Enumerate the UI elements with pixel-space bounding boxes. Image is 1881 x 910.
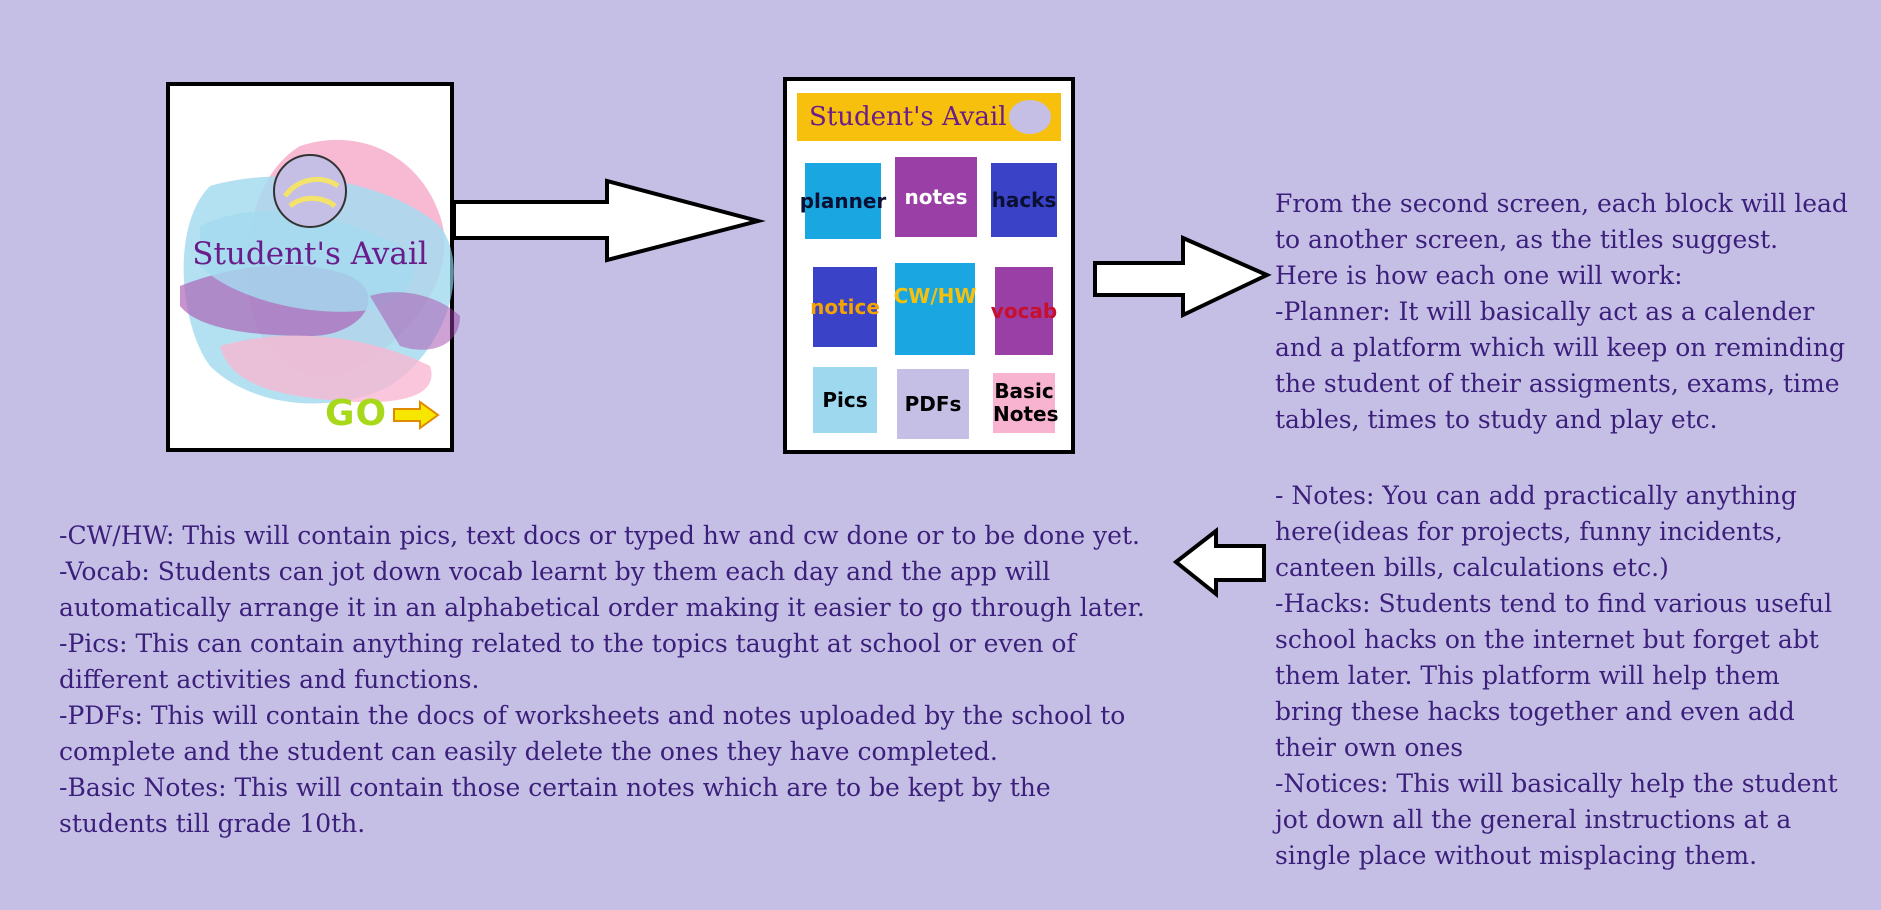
- feature-description-right: From the second screen, each block will …: [1275, 150, 1875, 910]
- tile-label: hacks: [991, 187, 1057, 212]
- feature-description-left: -CW/HW: This will contain pics, text doc…: [59, 482, 1179, 878]
- app-header: Student's Avail: [797, 93, 1061, 141]
- tile-notes[interactable]: notes: [895, 157, 977, 237]
- tile-vocab[interactable]: vocab: [991, 267, 1057, 355]
- flow-arrow-2: [1093, 234, 1272, 319]
- tile-notice[interactable]: notice: [810, 267, 880, 347]
- tile-label: vocab: [990, 298, 1058, 323]
- flow-arrow-1: [452, 178, 766, 263]
- tile-label: Pics: [822, 387, 868, 412]
- profile-avatar[interactable]: [1009, 100, 1051, 134]
- tile-pics[interactable]: Pics: [813, 367, 877, 433]
- description-paragraph: -CW/HW: This will contain pics, text doc…: [59, 521, 1145, 838]
- description-paragraph: - Notes: You can add practically anythin…: [1275, 481, 1838, 870]
- tile-cw-hw[interactable]: CW/HW: [893, 263, 977, 355]
- flow-arrow-3: [1172, 526, 1266, 599]
- tile-basic-notes[interactable]: Basic Notes: [993, 373, 1059, 433]
- splash-screen-mockup: Student's Avail GO: [166, 82, 460, 452]
- tile-label: Basic Notes: [993, 379, 1059, 426]
- header-app-title: Student's Avail: [809, 102, 1007, 132]
- go-button[interactable]: GO: [325, 393, 388, 434]
- tile-hacks[interactable]: hacks: [991, 163, 1057, 237]
- home-screen-mockup: Student's Avail planner notes hacks noti…: [783, 77, 1075, 454]
- tile-label: notes: [904, 184, 968, 209]
- scribble-artwork: [180, 139, 460, 404]
- right-arrow-icon[interactable]: [392, 400, 440, 430]
- tile-label: notice: [810, 294, 880, 319]
- tile-label: planner: [799, 188, 887, 213]
- tile-label: CW/HW: [893, 284, 977, 308]
- tile-planner[interactable]: planner: [800, 163, 886, 239]
- description-paragraph: From the second screen, each block will …: [1275, 189, 1848, 434]
- tile-label: PDFs: [904, 391, 962, 416]
- tile-pdfs[interactable]: PDFs: [897, 369, 969, 439]
- splash-app-title: Student's Avail: [192, 236, 428, 272]
